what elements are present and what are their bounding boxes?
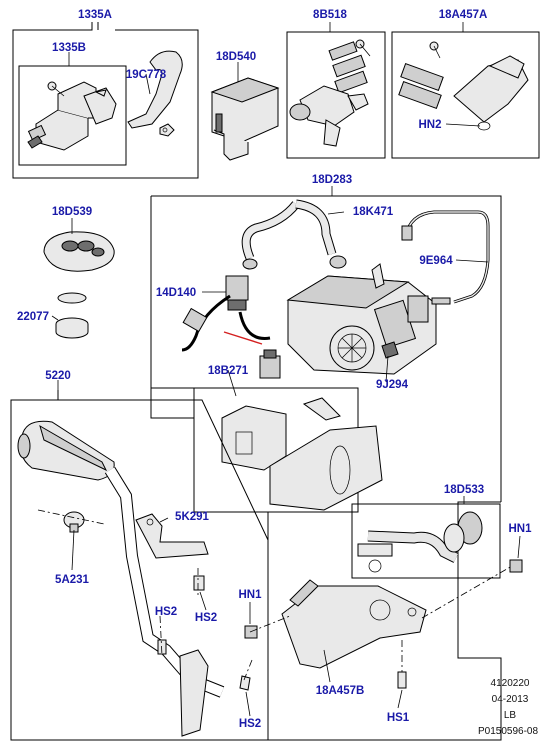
label-1335B[interactable]: 1335B — [52, 42, 86, 54]
footer-region: LB — [504, 710, 517, 721]
footer-code: 4120220 — [491, 678, 530, 689]
label-HN2[interactable]: HN2 — [418, 119, 441, 131]
label-5220[interactable]: 5220 — [45, 370, 71, 382]
hose-18K471-illustration — [241, 199, 347, 270]
footer-ref: P0150596-08 — [478, 726, 538, 737]
key-fob-18D539-illustration — [43, 231, 115, 272]
label-18A457A[interactable]: 18A457A — [439, 9, 488, 21]
label-HN1-mid[interactable]: HN1 — [238, 589, 262, 601]
label-HS1[interactable]: HS1 — [387, 712, 410, 724]
heater-9J294-illustration — [286, 263, 437, 375]
hanger-5K291-illustration — [135, 513, 209, 559]
label-HS2-bottom[interactable]: HS2 — [239, 718, 261, 730]
label-18D540[interactable]: 18D540 — [216, 51, 256, 63]
bracket-18A457B-illustration — [281, 579, 427, 669]
label-5K291[interactable]: 5K291 — [175, 511, 209, 523]
label-1335A[interactable]: 1335A — [78, 9, 112, 21]
bracket-18A457A-illustration — [398, 41, 529, 131]
box-8B518 — [286, 22, 386, 159]
box-18D533 — [351, 503, 501, 579]
label-HN1-right[interactable]: HN1 — [508, 523, 532, 535]
duct-18D533-illustration — [357, 511, 483, 573]
label-8B518[interactable]: 8B518 — [313, 9, 347, 21]
fasteners-illustration — [157, 559, 523, 691]
box-1335A — [12, 22, 199, 179]
label-22077[interactable]: 22077 — [17, 311, 49, 323]
exhaust-pipe-5220-illustration — [17, 420, 225, 737]
label-9J294[interactable]: 9J294 — [376, 379, 409, 391]
label-18D539[interactable]: 18D539 — [52, 206, 92, 218]
label-5A231[interactable]: 5A231 — [55, 574, 89, 586]
label-14D140[interactable]: 14D140 — [156, 287, 196, 299]
label-18K471[interactable]: 18K471 — [353, 206, 394, 218]
solenoid-valve-1335B-illustration — [27, 81, 117, 151]
fuel-line-9E964-illustration — [401, 210, 490, 305]
clamp-5A231-illustration — [63, 511, 85, 533]
label-9E964[interactable]: 9E964 — [419, 255, 453, 267]
box-1335B — [18, 65, 127, 166]
label-18D533[interactable]: 18D533 — [444, 484, 484, 496]
box-18A457A — [391, 22, 540, 159]
footer-date: 04-2013 — [492, 694, 529, 705]
cover-18B271-illustration — [221, 397, 383, 511]
pump-8B518-illustration — [289, 39, 371, 147]
label-19C778[interactable]: 19C778 — [126, 69, 167, 81]
label-18D283[interactable]: 18D283 — [312, 174, 352, 186]
label-18A457B[interactable]: 18A457B — [316, 685, 365, 697]
bracket-19C778-illustration — [127, 50, 183, 137]
highlight-arrow — [223, 331, 263, 345]
box-5220 — [10, 380, 269, 741]
harness-14D140-illustration — [181, 275, 281, 379]
label-HS2-left[interactable]: HS2 — [155, 606, 177, 618]
battery-22077-illustration — [55, 292, 89, 339]
label-18B271[interactable]: 18B271 — [208, 365, 249, 377]
ecu-18D540-illustration — [210, 77, 280, 161]
label-HS2-mid[interactable]: HS2 — [195, 612, 217, 624]
